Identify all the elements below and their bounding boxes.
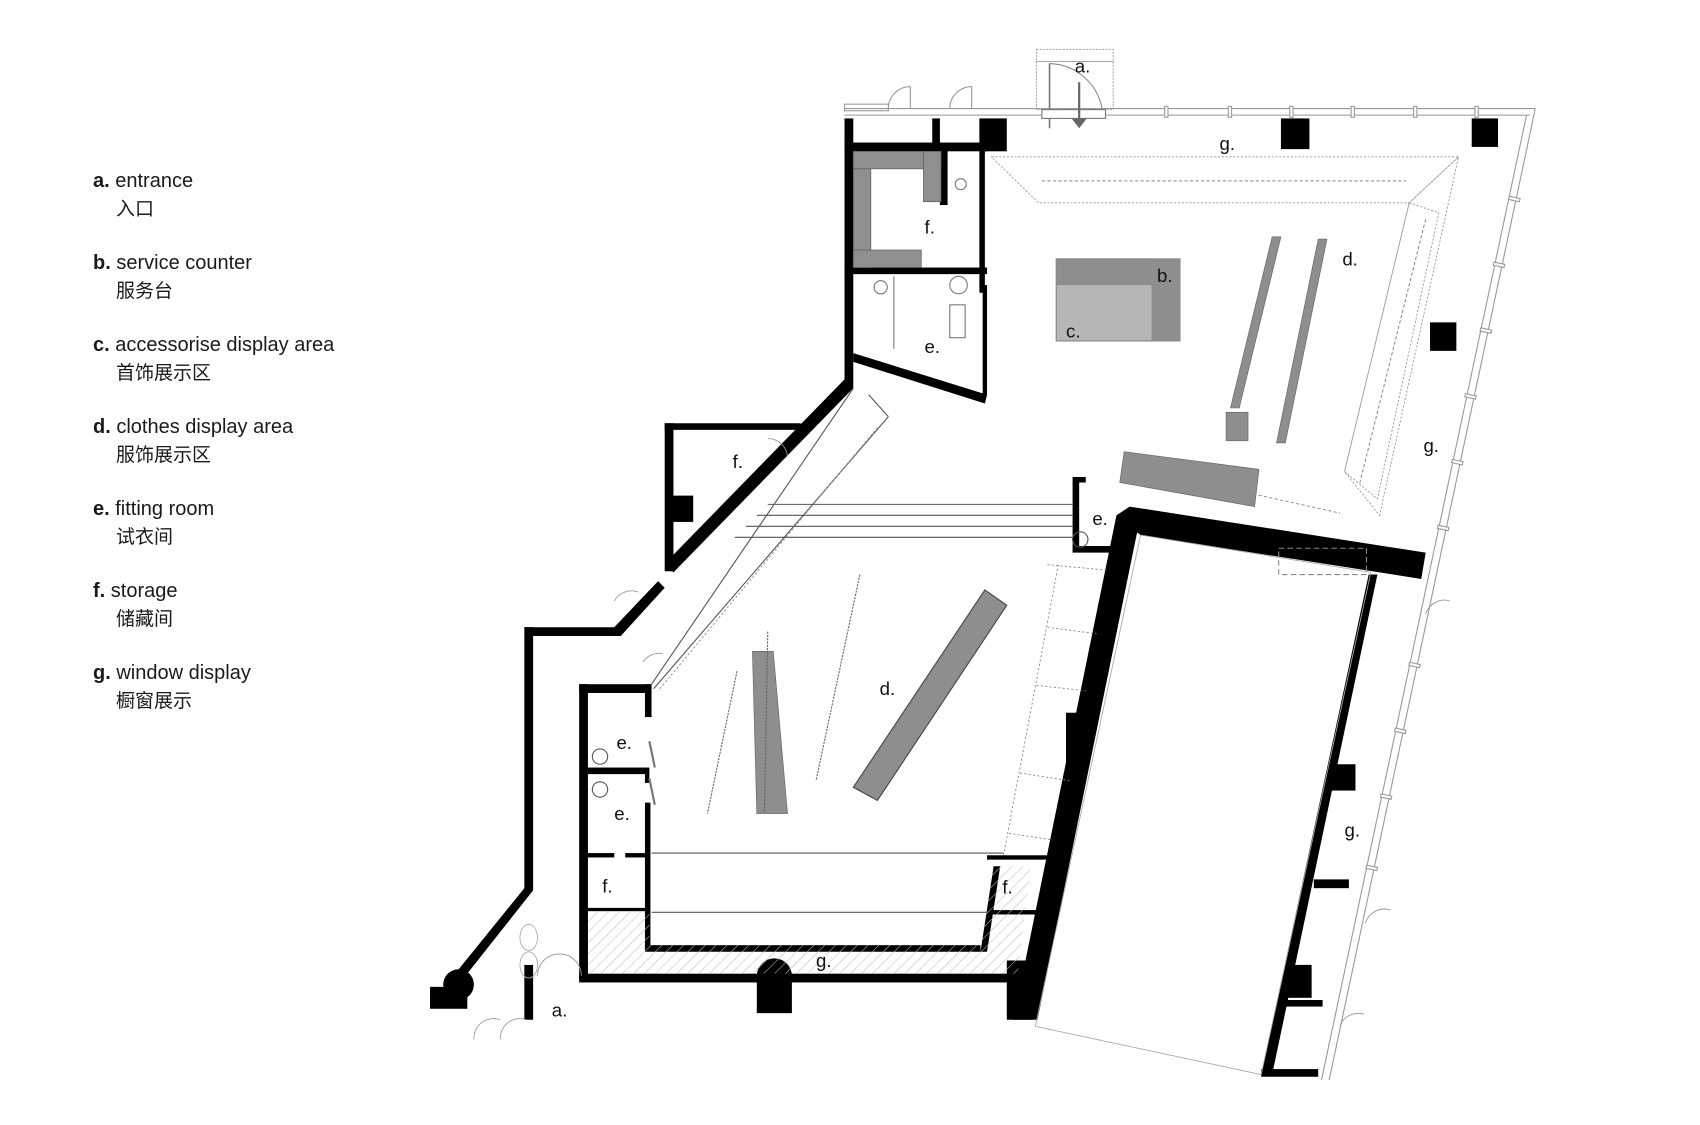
fitting-rooms-left bbox=[591, 531, 1089, 806]
label-accessories: c. bbox=[1066, 321, 1081, 342]
legend-item-storage: f. storage 储藏间 bbox=[93, 580, 178, 630]
label-fitting-mid: e. bbox=[1092, 508, 1108, 529]
top-facade bbox=[844, 105, 1536, 1081]
label-window-top: g. bbox=[1220, 133, 1236, 154]
stockroom-box bbox=[1034, 534, 1372, 1076]
window-display-right-fixture bbox=[1344, 155, 1460, 517]
legend-key: b. bbox=[93, 252, 111, 274]
label-service-counter: b. bbox=[1157, 265, 1173, 286]
label-window-bottom: g. bbox=[816, 950, 832, 971]
legend-key: f. bbox=[93, 580, 106, 602]
label-entrance-top: a. bbox=[1075, 55, 1091, 76]
legend-label-zh: 首饰展示区 bbox=[116, 362, 212, 384]
legend-label-zh: 服务台 bbox=[116, 280, 174, 302]
storage-shelves bbox=[852, 150, 942, 268]
legend-label-en: service counter bbox=[116, 252, 252, 274]
legend-label-en: window display bbox=[116, 662, 251, 684]
label-clothes-lower: d. bbox=[880, 678, 896, 699]
legend-label-zh: 试衣间 bbox=[116, 526, 174, 548]
service-counter[interactable] bbox=[1055, 258, 1181, 342]
room-labels: a. a. b. c. d. d. e. e. e. e. f. f. f. f… bbox=[552, 55, 1439, 1020]
clothes-racks-upper bbox=[1225, 236, 1328, 444]
clothes-racks-lower bbox=[706, 574, 1008, 814]
legend-label-en: fitting room bbox=[115, 498, 215, 520]
legend-label-zh: 储藏间 bbox=[116, 608, 174, 630]
fitting-room-fixtures bbox=[873, 178, 968, 349]
label-fitting-left-1: e. bbox=[616, 732, 632, 753]
label-window-right-upper: g. bbox=[1423, 435, 1439, 456]
label-storage-top: f. bbox=[925, 217, 935, 238]
corridor-lines bbox=[651, 387, 1073, 692]
corridor-doors[interactable] bbox=[473, 438, 1450, 1040]
legend-item-clothes: d. clothes display area 服饰展示区 bbox=[93, 416, 293, 466]
wall-racks-right bbox=[1003, 564, 1108, 856]
legend-item-accessories: c. accessorise display area 首饰展示区 bbox=[93, 334, 334, 384]
label-storage-bottom-right: f. bbox=[1002, 877, 1012, 898]
label-storage-bottom-left: f. bbox=[602, 876, 612, 897]
legend-item-window-display: g. window display 橱窗展示 bbox=[93, 662, 251, 712]
window-display-bottom bbox=[587, 866, 1031, 974]
legend-label-zh: 橱窗展示 bbox=[116, 690, 193, 712]
legend-key: g. bbox=[93, 662, 111, 684]
legend-item-fitting-room: e. fitting room 试衣间 bbox=[93, 498, 214, 548]
legend-item-entrance: a. entrance 入口 bbox=[93, 170, 193, 220]
legend-label-en: clothes display area bbox=[116, 416, 294, 438]
display-shelf-mid[interactable] bbox=[1119, 451, 1260, 507]
label-storage-mid: f. bbox=[733, 451, 743, 472]
side-doors-top[interactable] bbox=[843, 86, 973, 112]
label-fitting-left-2: e. bbox=[614, 803, 630, 824]
label-entrance-bottom: a. bbox=[552, 999, 568, 1020]
label-clothes-upper: d. bbox=[1342, 248, 1358, 269]
legend-label-en: accessorise display area bbox=[115, 334, 335, 356]
legend-label-en: entrance bbox=[115, 170, 194, 192]
legend-item-service-counter: b. service counter 服务台 bbox=[93, 252, 252, 302]
entrance-door-bottom[interactable] bbox=[519, 923, 538, 979]
walls bbox=[430, 118, 1499, 1077]
legend-label-en: storage bbox=[110, 580, 178, 602]
label-fitting-upper: e. bbox=[925, 336, 941, 357]
legend-label-zh: 入口 bbox=[116, 198, 155, 220]
window-display-top-fixture bbox=[990, 156, 1460, 204]
legend-key: a. bbox=[93, 170, 110, 192]
label-window-right-lower: g. bbox=[1345, 820, 1361, 841]
legend-key: e. bbox=[93, 498, 110, 520]
legend-key: d. bbox=[93, 416, 111, 438]
legend-key: c. bbox=[93, 334, 110, 356]
legend-label-zh: 服饰展示区 bbox=[116, 444, 212, 466]
